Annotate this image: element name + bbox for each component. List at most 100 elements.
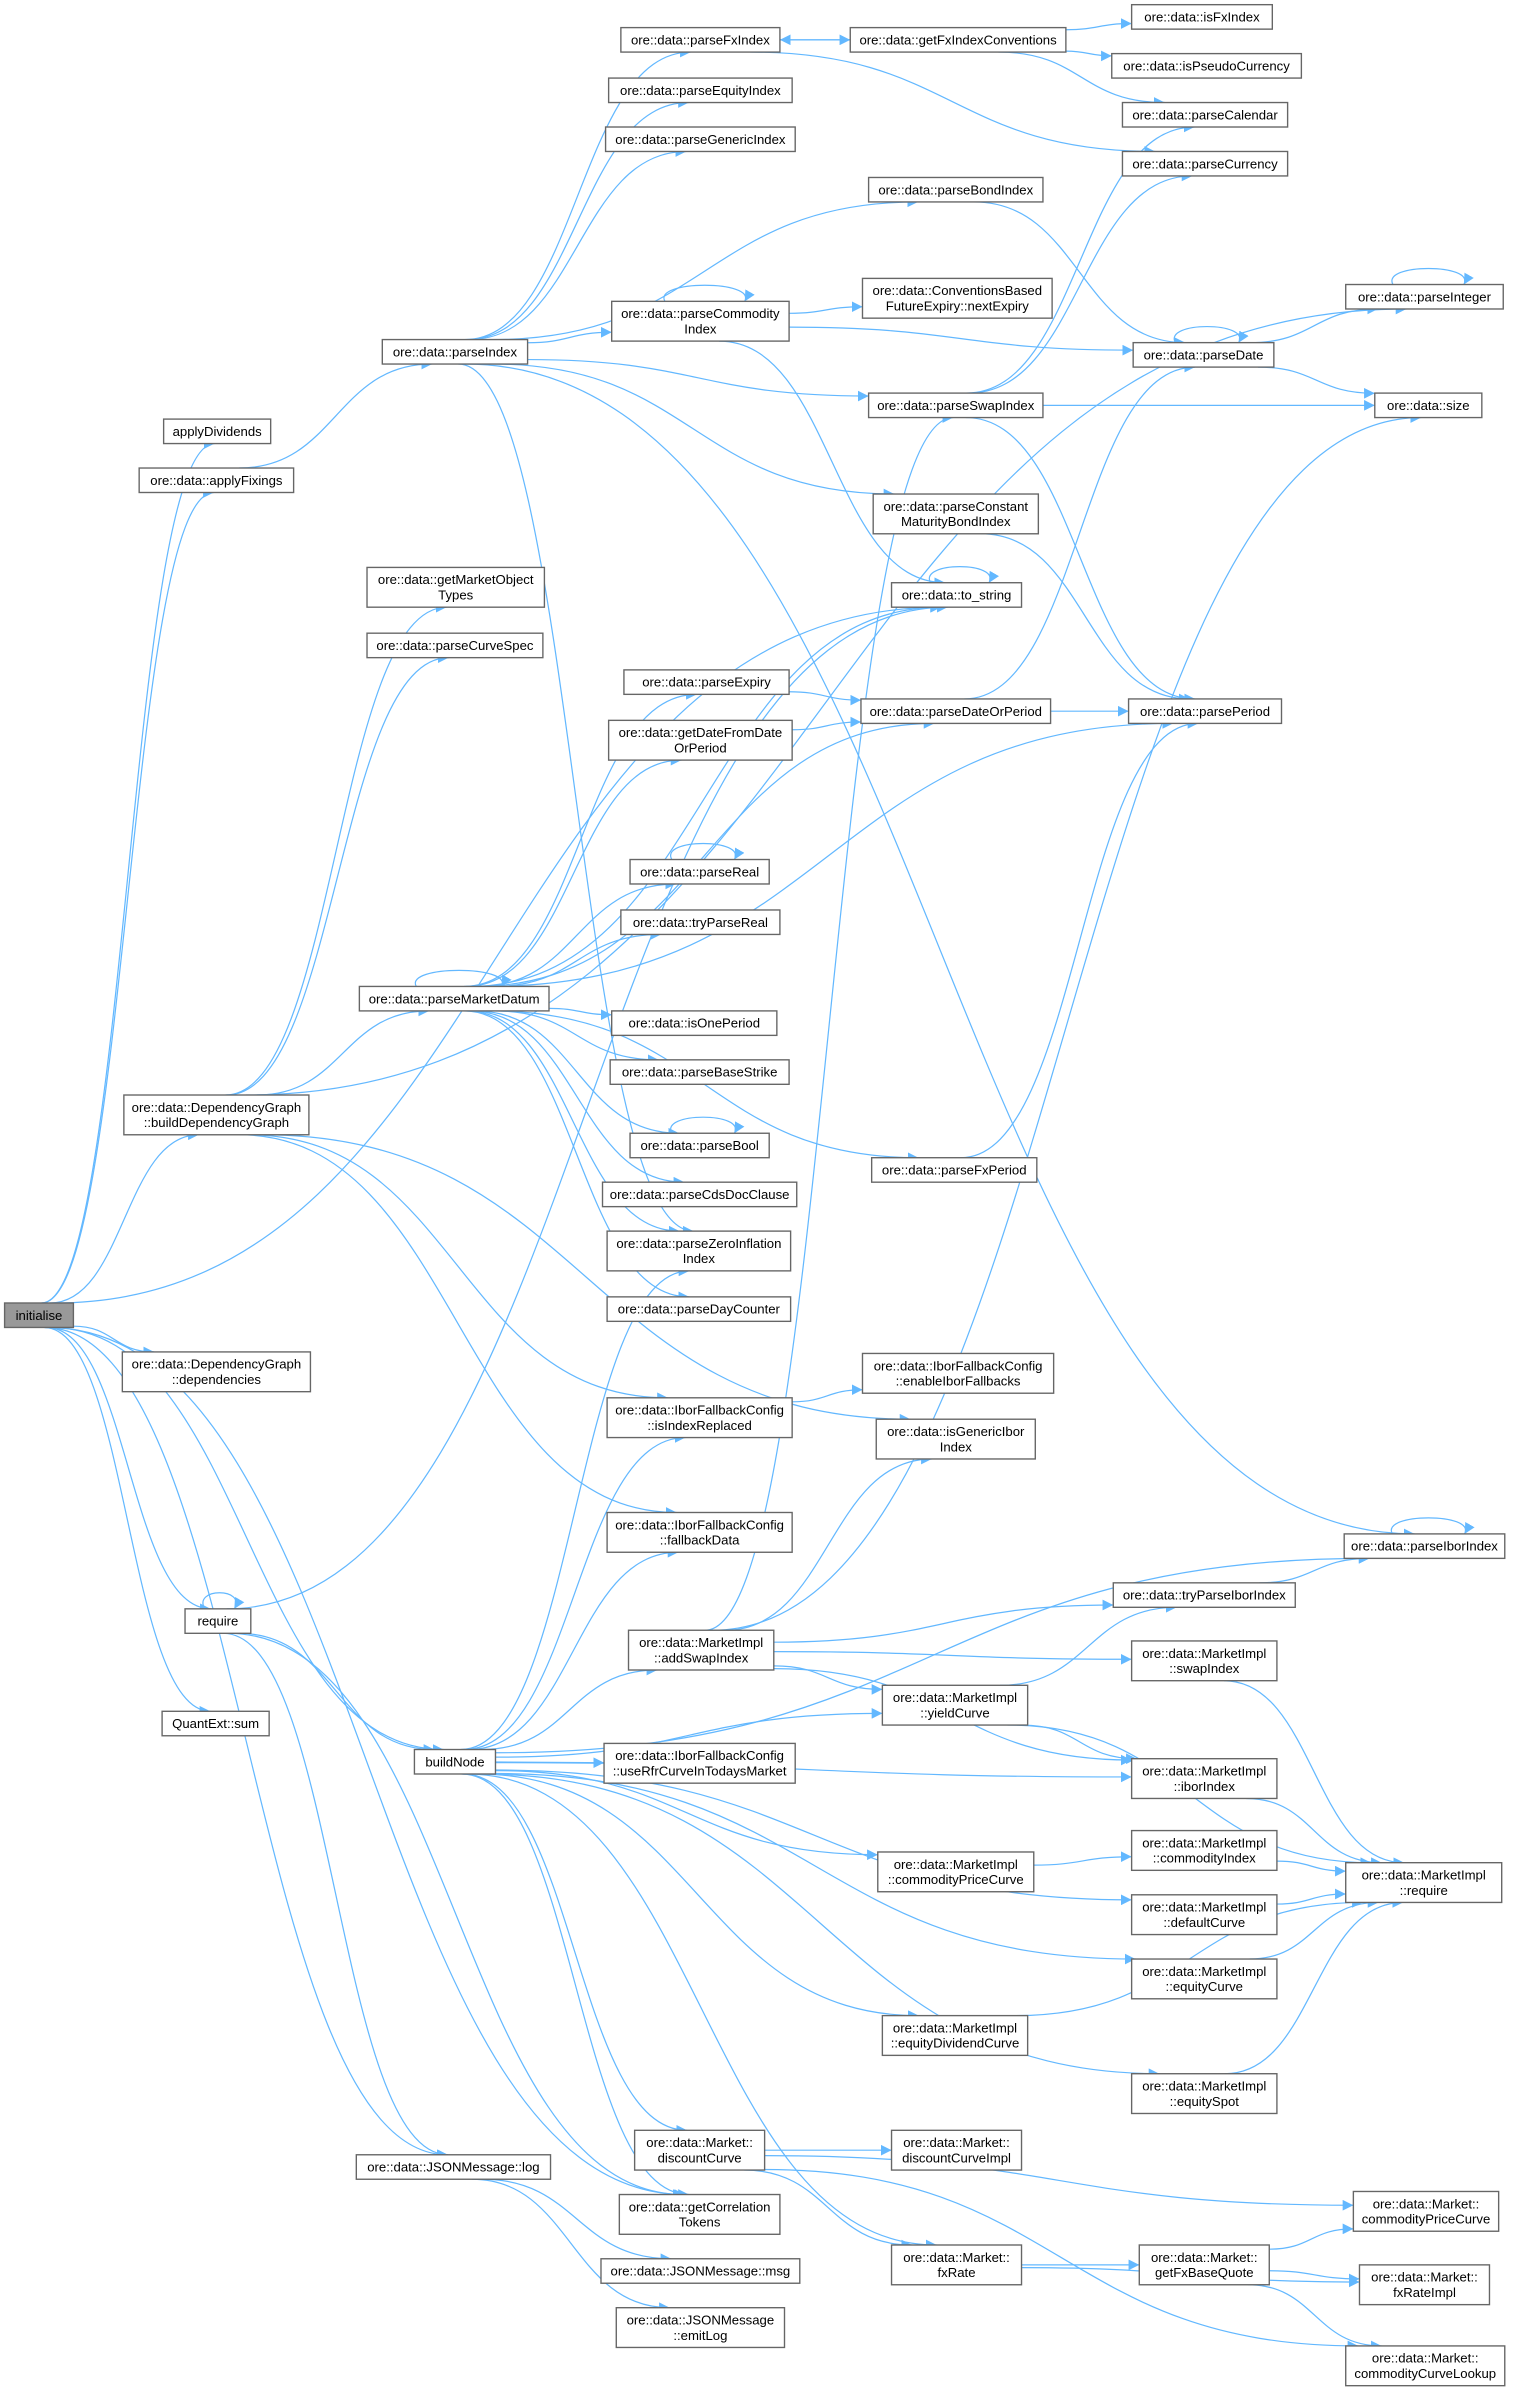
node-parse-base-strike[interactable]: ore::data::parseBaseStrike xyxy=(609,1059,790,1085)
node-fx-rate-impl[interactable]: ore::data::Market::fxRateImpl xyxy=(1358,2264,1491,2306)
node-parse-cds-doc-clause[interactable]: ore::data::parseCdsDocClause xyxy=(601,1181,798,1208)
node-parse-date[interactable]: ore::data::parseDate xyxy=(1132,341,1275,368)
node-label: applyDividends xyxy=(173,424,263,439)
node-label: ::fallbackData xyxy=(660,1533,740,1548)
node-build-node[interactable]: buildNode xyxy=(413,1748,497,1775)
node-label: ore::data::parseDateOrPeriod xyxy=(870,704,1042,719)
node-is-pseudo-currency[interactable]: ore::data::isPseudoCurrency xyxy=(1111,52,1303,79)
node-is-fx-index[interactable]: ore::data::isFxIndex xyxy=(1130,3,1274,30)
edge-parse-integer-to-parse-integer xyxy=(1391,267,1474,285)
node-fallback-data[interactable]: ore::data::IborFallbackConfig::fallbackD… xyxy=(606,1511,793,1553)
node-log[interactable]: ore::data::JSONMessage::log xyxy=(355,2154,552,2180)
node-size[interactable]: ore::data::size xyxy=(1374,392,1483,419)
node-parse-expiry[interactable]: ore::data::parseExpiry xyxy=(623,669,790,696)
node-sum[interactable]: QuantExt::sum xyxy=(161,1710,270,1737)
node-commodity-curve-lookup[interactable]: ore::data::Market::commodityCurveLookup xyxy=(1345,2345,1506,2387)
node-next-expiry[interactable]: ore::data::ConventionsBasedFutureExpiry:… xyxy=(861,277,1053,319)
node-label: ore::data::parseCdsDocClause xyxy=(610,1187,790,1202)
node-yield-curve[interactable]: ore::data::MarketImpl::yieldCurve xyxy=(881,1684,1029,1726)
node-parse-integer[interactable]: ore::data::parseInteger xyxy=(1345,283,1504,310)
node-impl-require[interactable]: ore::data::MarketImpl::require xyxy=(1345,1861,1503,1904)
node-try-parse-real[interactable]: ore::data::tryParseReal xyxy=(620,909,781,936)
nodes: initialise applyDividendsore::data::apply… xyxy=(3,3,1506,2387)
node-parse-calendar[interactable]: ore::data::parseCalendar xyxy=(1121,101,1289,128)
node-initialise[interactable]: initialise xyxy=(3,1302,75,1329)
edge-get-fx-index-conventions-to-is-fx-index xyxy=(1065,18,1132,31)
node-parse-curve-spec[interactable]: ore::data::parseCurveSpec xyxy=(366,632,544,659)
node-label: ore::data::parseFxIndex xyxy=(631,32,770,47)
node-parse-cmbindex[interactable]: ore::data::parseConstantMaturityBondInde… xyxy=(872,493,1040,535)
node-msg[interactable]: ore::data::JSONMessage::msg xyxy=(600,2258,801,2284)
node-ibor-index[interactable]: ore::data::MarketImpl::iborIndex xyxy=(1130,1758,1278,1800)
node-box xyxy=(890,582,1023,608)
node-equity-curve[interactable]: ore::data::MarketImpl::equityCurve xyxy=(1130,1958,1278,2000)
node-commodity-price-curve-impl[interactable]: ore::data::MarketImpl::commodityPriceCur… xyxy=(877,1851,1035,1893)
edge-parse-market-datum-to-parse-period xyxy=(486,718,1174,988)
node-label: ::dependencies xyxy=(172,1372,262,1387)
node-parse-swap-index[interactable]: ore::data::parseSwapIndex xyxy=(867,392,1044,419)
node-market-commodity-price-curve[interactable]: ore::data::Market::commodityPriceCurve xyxy=(1352,2190,1500,2232)
node-parse-period[interactable]: ore::data::parsePeriod xyxy=(1127,698,1283,725)
node-parse-date-or-period[interactable]: ore::data::parseDateOrPeriod xyxy=(860,698,1052,725)
node-label: ::useRfrCurveInTodaysMarket xyxy=(613,1764,787,1779)
node-dependencies[interactable]: ore::data::DependencyGraph::dependencies xyxy=(121,1351,312,1393)
node-enable-ibor-fallbacks[interactable]: ore::data::IborFallbackConfig::enableIbo… xyxy=(861,1352,1055,1394)
node-commodity-index[interactable]: ore::data::MarketImpl::commodityIndex xyxy=(1130,1829,1278,1872)
node-equity-dividend-curve[interactable]: ore::data::MarketImpl::equityDividendCur… xyxy=(881,2014,1029,2057)
node-discount-curve[interactable]: ore::data::Market::discountCurve xyxy=(633,2129,766,2171)
node-get-fx-base-quote[interactable]: ore::data::Market::getFxBaseQuote xyxy=(1138,2244,1270,2286)
edge-add-swap-index-to-size xyxy=(712,412,1422,1631)
node-build-dependency-graph[interactable]: ore::data::DependencyGraph::buildDepende… xyxy=(123,1094,310,1136)
node-use-rfr[interactable]: ore::data::IborFallbackConfig::useRfrCur… xyxy=(603,1742,796,1784)
node-label: ore::data::Market:: xyxy=(1371,2270,1478,2285)
node-label: ore::data::Market:: xyxy=(903,2135,1010,2150)
node-box xyxy=(601,1181,798,1208)
node-default-curve[interactable]: ore::data::MarketImpl::defaultCurve xyxy=(1130,1894,1278,1936)
node-parse-real[interactable]: ore::data::parseReal xyxy=(629,858,770,885)
node-parse-currency[interactable]: ore::data::parseCurrency xyxy=(1121,150,1289,177)
node-swap-index[interactable]: ore::data::MarketImpl::swapIndex xyxy=(1130,1640,1278,1682)
node-parse-bool[interactable]: ore::data::parseBool xyxy=(629,1132,770,1159)
node-box xyxy=(606,1397,793,1439)
node-parse-equity-index[interactable]: ore::data::parseEquityIndex xyxy=(607,77,793,104)
node-fx-rate[interactable]: ore::data::Market::fxRate xyxy=(890,2244,1023,2286)
node-apply-fixings[interactable]: ore::data::applyFixings xyxy=(138,467,295,494)
node-label: ore::data::MarketImpl xyxy=(1142,1646,1266,1661)
node-is-index-replaced[interactable]: ore::data::IborFallbackConfig::isIndexRe… xyxy=(606,1397,793,1439)
node-discount-curve-impl[interactable]: ore::data::Market::discountCurveImpl xyxy=(890,2129,1023,2171)
node-equity-spot[interactable]: ore::data::MarketImpl::equitySpot xyxy=(1130,2073,1278,2115)
node-require[interactable]: require xyxy=(184,1608,252,1634)
node-to-string[interactable]: ore::data::to_string xyxy=(890,582,1023,608)
node-is-one-period[interactable]: ore::data::isOnePeriod xyxy=(611,1010,778,1037)
edge-build-node-to-commodity-price-curve-impl xyxy=(495,1770,878,1861)
node-parse-index[interactable]: ore::data::parseIndex xyxy=(381,338,529,365)
node-parse-fx-index[interactable]: ore::data::parseFxIndex xyxy=(620,26,781,53)
node-add-swap-index[interactable]: ore::data::MarketImpl::addSwapIndex xyxy=(627,1629,775,1671)
node-get-fx-index-conventions[interactable]: ore::data::getFxIndexConventions xyxy=(849,26,1067,53)
node-parse-day-counter[interactable]: ore::data::parseDayCounter xyxy=(606,1296,792,1323)
node-parse-generic-index[interactable]: ore::data::parseGenericIndex xyxy=(604,126,796,153)
node-box xyxy=(1121,150,1289,177)
node-box xyxy=(870,1157,1038,1183)
node-label: ore::data::DependencyGraph xyxy=(132,1100,301,1115)
node-label: ore::data::parseExpiry xyxy=(642,675,771,690)
node-apply-dividends[interactable]: applyDividends xyxy=(162,418,272,445)
node-label: ore::data::Market:: xyxy=(1372,2351,1479,2366)
node-parse-market-datum[interactable]: ore::data::parseMarketDatum xyxy=(358,985,550,1012)
node-label: ore::data::MarketImpl xyxy=(894,1857,1018,1872)
edge-require-to-to-string xyxy=(226,601,948,1610)
node-parse-bond-index[interactable]: ore::data::parseBondIndex xyxy=(867,176,1044,203)
node-try-parse-ibor-index[interactable]: ore::data::tryParseIborIndex xyxy=(1112,1582,1296,1608)
edge-build-node-to-equity-dividend-curve xyxy=(477,1773,919,2021)
node-emit-log[interactable]: ore::data::JSONMessage::emitLog xyxy=(615,2307,786,2349)
edge-swap-index-to-impl-require xyxy=(1223,1680,1405,1869)
node-parse-ibor-index[interactable]: ore::data::parseIborIndex xyxy=(1343,1533,1506,1560)
edges xyxy=(41,18,1475,2352)
node-parse-fx-period[interactable]: ore::data::parseFxPeriod xyxy=(870,1157,1038,1183)
